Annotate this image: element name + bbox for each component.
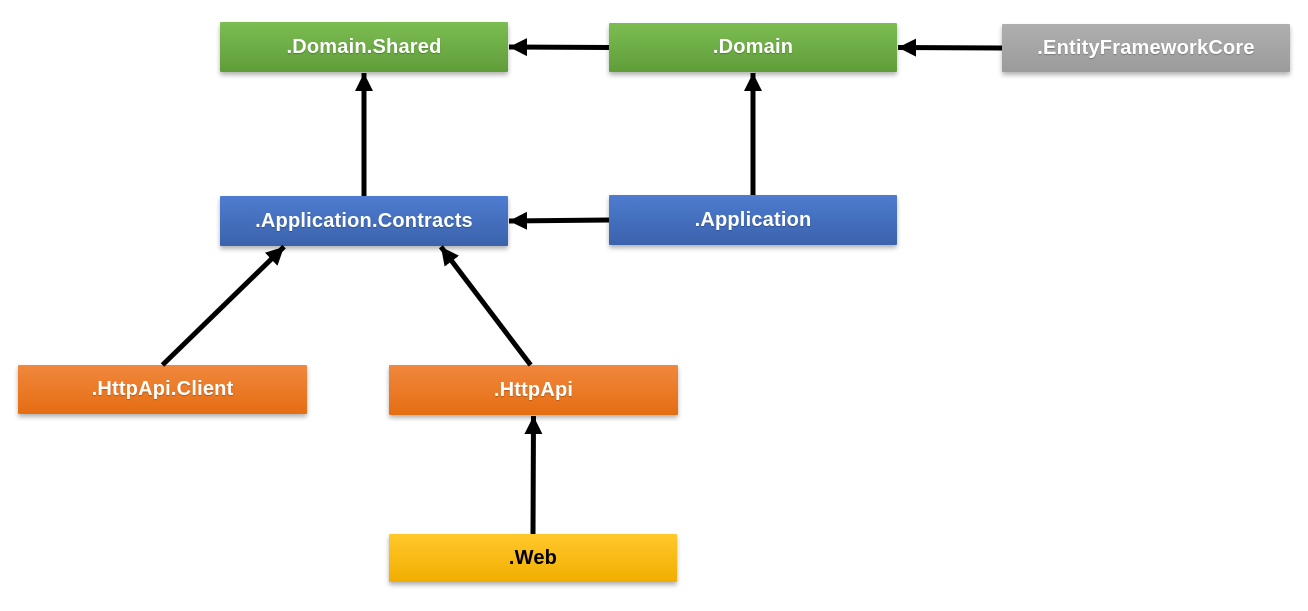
node-web: .Web <box>389 534 677 582</box>
node-httpapi-label: .HttpApi <box>493 378 574 401</box>
node-domain-shared-label: .Domain.Shared <box>286 35 442 58</box>
node-web-label: .Web <box>508 546 558 569</box>
node-application: .Application <box>609 195 897 245</box>
dependency-arrow-httpapi-to-application-contracts <box>438 245 533 367</box>
node-application-contracts-label: .Application.Contracts <box>255 209 473 232</box>
dependency-arrow-application-to-application-contracts <box>508 211 610 230</box>
node-entity-framework-core: .EntityFrameworkCore <box>1002 24 1290 72</box>
node-domain: .Domain <box>609 23 897 72</box>
node-httpapi-client: .HttpApi.Client <box>18 365 307 414</box>
node-entity-framework-core-label: .EntityFrameworkCore <box>1037 36 1255 59</box>
node-application-label: .Application <box>694 208 812 231</box>
node-httpapi: .HttpApi <box>389 365 678 415</box>
node-domain-shared: .Domain.Shared <box>220 22 508 72</box>
dependency-arrow-httpapi-client-to-application-contracts <box>160 244 286 367</box>
node-domain-label: .Domain <box>712 36 794 58</box>
node-application-contracts: .Application.Contracts <box>220 196 508 246</box>
node-httpapi-client-label: .HttpApi.Client <box>91 378 234 400</box>
